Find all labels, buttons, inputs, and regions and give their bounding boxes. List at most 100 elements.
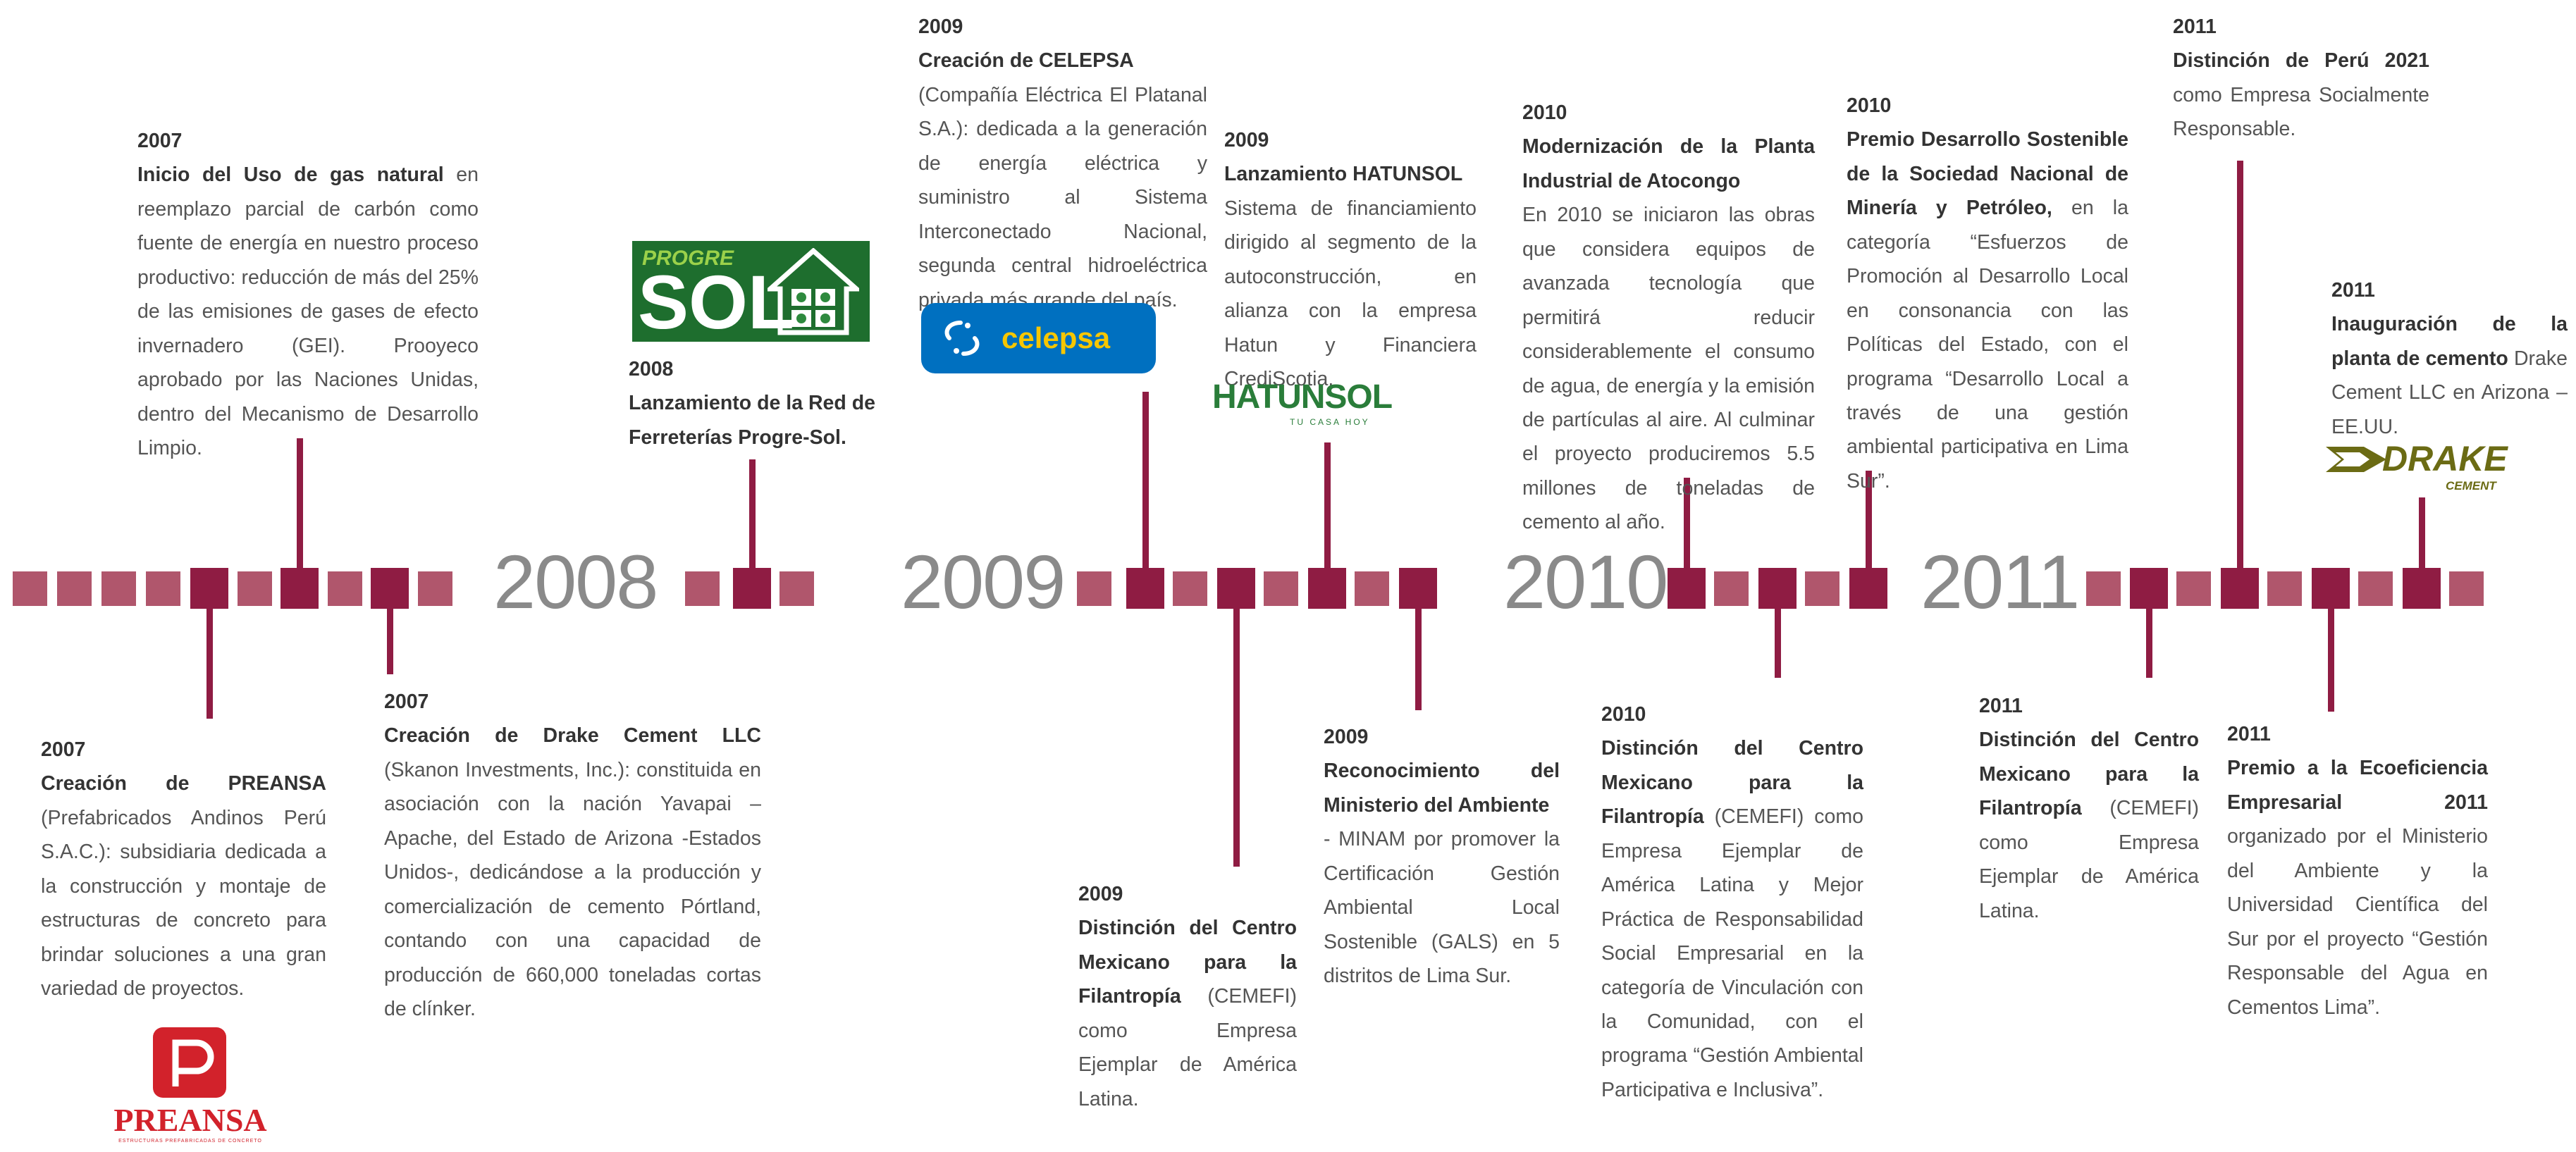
event-title: Reconocimiento del Ministerio del Ambien…: [1324, 760, 1560, 817]
year-label-2008: 2008: [493, 539, 658, 624]
hatunsol-logo-text: HATUNSOL: [1212, 378, 1393, 416]
event-year: 2007: [41, 738, 86, 761]
drake-logo-sub: CEMENT: [2446, 479, 2496, 493]
connector-line: [749, 459, 756, 569]
hatunsol-logo: HATUNSOL TU CASA HOY: [1212, 378, 1452, 428]
connector-line: [297, 438, 303, 569]
connector-line: [2237, 161, 2243, 569]
timeline-marker-event: [2221, 568, 2259, 609]
connector-line: [1866, 471, 1872, 569]
event-title: Distinción de Perú 2021: [2173, 49, 2429, 73]
timeline-marker: [238, 571, 272, 606]
timeline-marker: [2086, 571, 2121, 606]
timeline-marker: [57, 571, 92, 606]
event-title: Distinción del Centro Mexicano para la F…: [1601, 737, 1863, 829]
timeline-marker-event: [1217, 568, 1255, 609]
timeline-marker: [328, 571, 362, 606]
timeline-marker-event: [1849, 568, 1887, 609]
event-description: (CEMEFI) como Empresa Ejemplar de Améric…: [1979, 797, 2199, 922]
event-year: 2010: [1601, 703, 1646, 726]
progresol-logo-top: PROGRE: [642, 247, 734, 270]
event-description: - MINAM por promover la Certificación Ge…: [1324, 828, 1560, 988]
drake-logo-text: DRAKE: [2382, 439, 2508, 478]
timeline-marker: [779, 571, 814, 606]
preansa-logo-text: PREANSA: [113, 1102, 267, 1138]
event-title: Inicio del Uso de gas natural: [137, 163, 444, 187]
timeline-marker: [101, 571, 136, 606]
timeline-marker: [1355, 571, 1389, 606]
event-year: 2011: [2173, 16, 2217, 38]
timeline-marker: [418, 571, 452, 606]
event-description: (Compañía Eléctrica El Platanal S.A.): d…: [918, 83, 1207, 311]
event-description: como Empresa Socialmente Responsable.: [2173, 83, 2429, 141]
connector-line: [1233, 606, 1240, 867]
event-year: 2010: [1847, 94, 1892, 117]
event-year: 2009: [1324, 726, 1369, 748]
event-description: En 2010 se iniciaron las obras que consi…: [1522, 204, 1815, 534]
timeline-marker: [2449, 571, 2484, 606]
connector-line: [1142, 392, 1149, 569]
timeline-marker-event: [2312, 568, 2350, 609]
timeline-marker: [1173, 571, 1207, 606]
timeline-marker-event: [371, 568, 409, 609]
drake-logo: DRAKE CEMENT: [2326, 438, 2513, 495]
event-year: 2009: [1078, 883, 1123, 905]
progresol-logo-main: SOL: [638, 259, 795, 345]
event-description: organizado por el Ministerio del Ambient…: [2227, 825, 2488, 1019]
event-description: (Skanon Investments, Inc.): constituida …: [384, 758, 761, 1020]
timeline-marker-event: [281, 568, 319, 609]
event-description: (Prefabricados Andinos Perú S.A.C.): sub…: [41, 806, 326, 1001]
event-year: 2009: [1224, 129, 1269, 151]
event-year: 2008: [629, 358, 674, 380]
timeline-marker: [2358, 571, 2393, 606]
house-icon: [768, 248, 859, 335]
event-title: Creación de Drake Cement LLC: [384, 724, 761, 748]
drake-arrow-icon: [2326, 447, 2386, 472]
event-year: 2011: [2331, 279, 2375, 302]
connector-line: [1775, 606, 1781, 678]
timeline-marker: [146, 571, 180, 606]
event-title: Distinción del Centro Mexicano para la F…: [1078, 917, 1297, 1008]
timeline-marker: [1714, 571, 1749, 606]
connector-line: [2419, 497, 2425, 569]
celepsa-logo: celepsa: [921, 303, 1156, 373]
event-title: Lanzamiento de la Red de Ferreterías Pro…: [629, 392, 875, 449]
progresol-logo: PROGRE SOL: [632, 241, 870, 342]
year-label-2011: 2011: [1921, 539, 2080, 624]
event-description: Drake Cement LLC en Arizona – EE.UU.: [2331, 347, 2568, 438]
event-description: en reemplazo parcial de carbón como fuen…: [137, 163, 479, 459]
timeline-marker-event: [1668, 568, 1706, 609]
timeline-marker-event: [1126, 568, 1164, 609]
timeline-marker: [2267, 571, 2302, 606]
timeline-marker-event: [2403, 568, 2441, 609]
event-year: 2009: [918, 16, 963, 38]
timeline-marker-event: [190, 568, 228, 609]
preansa-logo-sub: ESTRUCTURAS PREFABRICADAS DE CONCRETO: [118, 1139, 262, 1144]
timeline-marker: [685, 571, 720, 606]
connector-line: [207, 606, 213, 719]
event-description: Sistema de financiamiento dirigido al se…: [1224, 197, 1477, 391]
event-year: 2007: [137, 130, 183, 152]
connector-line: [2328, 606, 2334, 712]
connector-line: [1324, 442, 1331, 569]
connector-line: [1684, 478, 1690, 569]
timeline-marker-event: [1758, 568, 1797, 609]
event-title: Premio Desarrollo Sostenible de la Socie…: [1847, 128, 2128, 220]
event-title: Modernización de la Planta Industrial de…: [1522, 135, 1815, 192]
timeline-marker: [1264, 571, 1298, 606]
event-description: en la categoría “Esfuerzos de Promoción …: [1847, 197, 2128, 493]
